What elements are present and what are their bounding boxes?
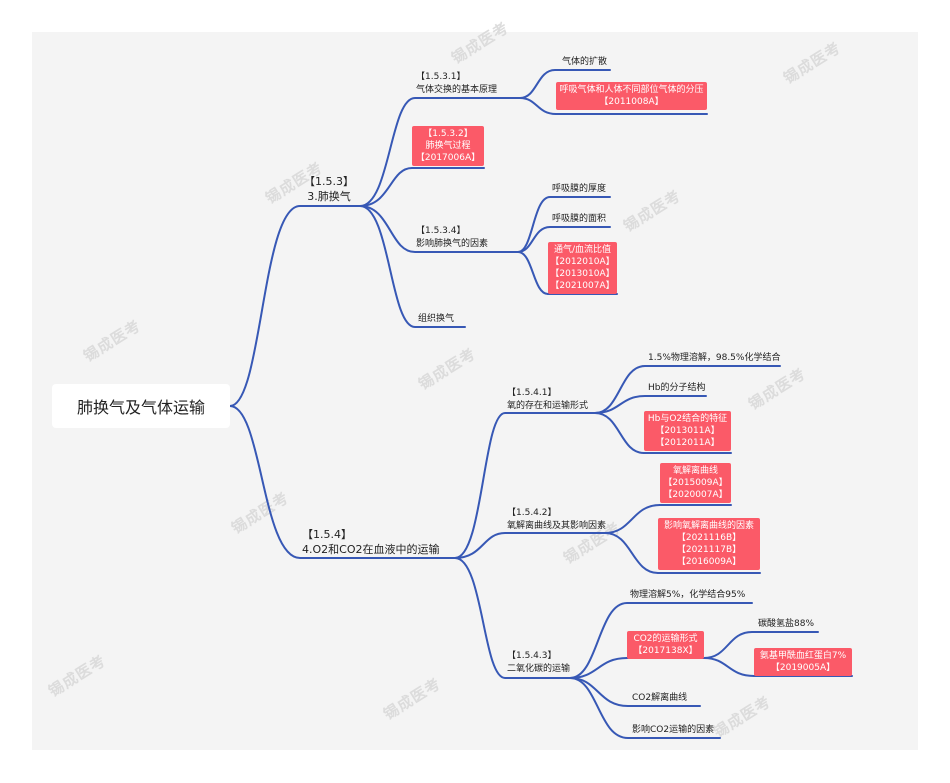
node-b2-c2-k2[interactable]: 影响氧解离曲线的因素 【2021116B】 【2021117B】 【201600…: [658, 518, 760, 570]
node-b1-c3-k2[interactable]: 呼吸膜的面积: [552, 214, 607, 224]
node-b2-c3-k2-g2[interactable]: 氨基甲酰血红蛋白7% 【2019005A】: [754, 648, 852, 676]
node-b2-c2-k1[interactable]: 氧解离曲线 【2015009A】 【2020007A】: [660, 463, 731, 503]
node-b1-c2-line1: 【1.5.3.2】: [423, 129, 473, 139]
node-b2-c2-k1-line2: 【2015009A】: [663, 478, 728, 488]
node-b2-c1-k1[interactable]: 1.5%物理溶解，98.5%化学结合: [648, 353, 781, 363]
node-b2-c2-k2-line3: 【2021117B】: [676, 545, 742, 555]
node-b2-c2-k1-line3: 【2020007A】: [663, 490, 728, 500]
node-b1-c2[interactable]: 【1.5.3.2】 肺换气过程 【2017006A】: [412, 126, 484, 166]
node-b1-c3-k3-line4: 【2021007A】: [550, 281, 615, 291]
node-b2-c1-k3-line2: 【2013011A】: [655, 426, 720, 436]
node-b1-c4[interactable]: 组织换气: [418, 314, 455, 324]
node-b2-c3[interactable]: 【1.5.4.3】 二氧化碳的运输: [507, 650, 570, 676]
node-b1-c1-label: 气体交换的基本原理: [416, 85, 498, 95]
node-b1-c3-k3-line2: 【2012010A】: [550, 257, 615, 267]
node-b2-c3-k3[interactable]: CO2解离曲线: [632, 693, 688, 703]
node-b2-c1[interactable]: 【1.5.4.1】 氧的存在和运输形式: [507, 387, 588, 413]
node-b1-c3[interactable]: 【1.5.3.4】 影响肺换气的因素: [416, 225, 488, 251]
node-b2-c3-k1[interactable]: 物理溶解5%，化学结合95%: [630, 590, 746, 600]
node-b1-c2-line2: 肺换气过程: [425, 141, 471, 151]
node-b1-c1[interactable]: 【1.5.3.1】 气体交换的基本原理: [416, 71, 497, 97]
node-b2-c1-k3-line3: 【2012011A】: [655, 438, 720, 448]
node-b2-c2-k2-line1: 影响氧解离曲线的因素: [663, 521, 754, 531]
node-b2-c2-k2-line2: 【2021116B】: [676, 533, 742, 543]
node-b1-c1-k2-line1: 呼吸气体和人体不同部位气体的分压: [559, 85, 704, 95]
node-b2-c3-k2[interactable]: CO2的运输形式 【2017138X】: [627, 631, 704, 659]
node-b1-label: 3.肺换气: [307, 190, 351, 203]
node-b2-c1-code: 【1.5.4.1】: [507, 388, 557, 398]
node-b2-code: 【1.5.4】: [302, 528, 352, 541]
node-b2-c2-k2-line4: 【2016009A】: [676, 557, 742, 567]
node-b1-c1-code: 【1.5.3.1】: [416, 72, 466, 82]
node-b1-c2-line3: 【2017006A】: [415, 153, 481, 163]
node-b2-c3-k2-line2: 【2017138X】: [633, 646, 698, 656]
node-b2-c3-k4[interactable]: 影响CO2运输的因素: [632, 725, 715, 735]
node-b2-c3-k2-g2-line1: 氨基甲酰血红蛋白7%: [759, 651, 847, 661]
node-b2-c3-k2-g2-line2: 【2019005A】: [770, 663, 836, 673]
node-b2-c2-label: 氧解离曲线及其影响因素: [507, 521, 607, 531]
node-b1-c3-k1[interactable]: 呼吸膜的厚度: [552, 184, 607, 194]
node-b2-c3-k2-g1[interactable]: 碳酸氢盐88%: [758, 619, 815, 629]
node-b2-c3-k2-line1: CO2的运输形式: [633, 634, 698, 644]
node-b1-c1-k1[interactable]: 气体的扩散: [562, 57, 608, 67]
node-b2-c2[interactable]: 【1.5.4.2】 氧解离曲线及其影响因素: [507, 507, 606, 533]
node-b2-c2-k1-line1: 氧解离曲线: [672, 466, 718, 476]
node-b2-c1-k2[interactable]: Hb的分子结构: [648, 383, 706, 393]
node-b2-c1-label: 氧的存在和运输形式: [507, 401, 589, 411]
node-b2-c3-label: 二氧化碳的运输: [507, 664, 571, 674]
node-b1-c1-k2[interactable]: 呼吸气体和人体不同部位气体的分压 【2011008A】: [556, 82, 707, 110]
node-b1-code: 【1.5.3】: [304, 175, 354, 188]
node-b2-c3-code: 【1.5.4.3】: [507, 651, 557, 661]
node-b2-c1-k3-line1: Hb与O2结合的特征: [647, 414, 728, 424]
node-b1-c3-k3[interactable]: 通气/血流比值 【2012010A】 【2013010A】 【2021007A】: [548, 242, 617, 294]
node-b1-c3-k3-line1: 通气/血流比值: [553, 245, 612, 255]
root-node[interactable]: 肺换气及气体运输: [52, 384, 230, 428]
node-b2-label: 4.O2和CO2在血液中的运输: [302, 543, 440, 556]
node-b1[interactable]: 【1.5.3】 3.肺换气: [300, 174, 358, 204]
node-b2-c1-k3[interactable]: Hb与O2结合的特征 【2013011A】 【2012011A】: [644, 411, 731, 451]
node-b1-c3-code: 【1.5.3.4】: [416, 226, 466, 236]
node-b2-c2-code: 【1.5.4.2】: [507, 508, 557, 518]
node-b2[interactable]: 【1.5.4】 4.O2和CO2在血液中的运输: [302, 527, 440, 557]
node-b1-c3-k3-line3: 【2013010A】: [550, 269, 615, 279]
node-b1-c1-k2-line2: 【2011008A】: [599, 97, 664, 107]
node-b1-c3-label: 影响肺换气的因素: [416, 239, 489, 249]
